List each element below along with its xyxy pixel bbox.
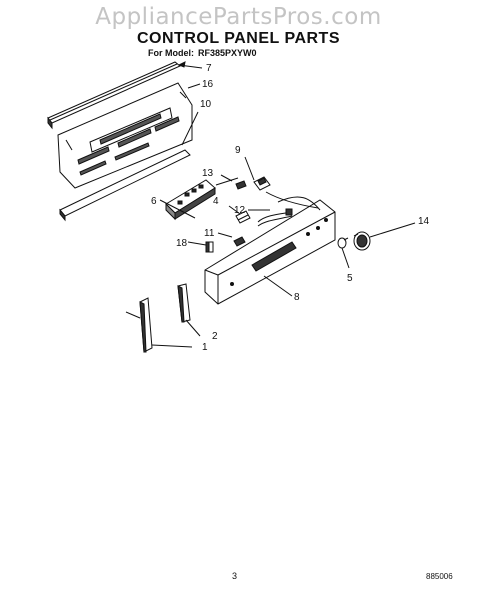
part-1-end-cap — [139, 297, 153, 353]
part-8-control-panel — [204, 196, 336, 305]
part-6-control-board — [165, 179, 216, 221]
callout-9: 9 — [235, 145, 241, 156]
callout-18: 18 — [176, 238, 188, 249]
part-13-clip — [235, 180, 247, 190]
part-18-block — [205, 241, 214, 253]
document-code: 885006 — [426, 572, 453, 581]
callout-7: 7 — [206, 63, 212, 74]
watermark: AppliancePartsPros.com — [95, 4, 382, 30]
part-9-switch — [253, 176, 271, 191]
part-5-knob-shaft — [337, 237, 349, 249]
callout-8: 8 — [294, 292, 300, 303]
callout-16: 16 — [202, 79, 214, 90]
page-number: 3 — [232, 571, 238, 581]
part-16-back-panel — [57, 82, 193, 189]
part-7-trim-strip — [47, 61, 181, 130]
callout-numbers: 7 16 10 9 13 6 4 12 11 18 14 5 8 2 1 — [151, 63, 430, 353]
callout-10: 10 — [200, 99, 212, 110]
part-14-knob — [353, 231, 371, 251]
callout-1: 1 — [202, 342, 208, 353]
part-4-component — [235, 210, 251, 224]
callout-11: 11 — [204, 228, 215, 239]
callout-2: 2 — [212, 331, 218, 342]
part-12-harness — [257, 191, 319, 227]
part-2-end-cap — [177, 283, 191, 323]
callout-6: 6 — [151, 196, 157, 207]
model-line: For Model: RF385PXYW0 — [148, 48, 257, 58]
model-label: For Model: — [148, 48, 194, 58]
callout-13: 13 — [202, 168, 214, 179]
callout-12: 12 — [234, 205, 246, 216]
callout-5: 5 — [347, 273, 353, 284]
part-10-lower-strip — [59, 149, 191, 222]
page-title: CONTROL PANEL PARTS — [137, 30, 340, 47]
part-11-connector — [233, 236, 246, 247]
callout-4: 4 — [213, 196, 219, 207]
leader-lines — [125, 61, 416, 348]
model-number: RF385PXYW0 — [198, 48, 257, 58]
callout-14: 14 — [418, 216, 430, 227]
